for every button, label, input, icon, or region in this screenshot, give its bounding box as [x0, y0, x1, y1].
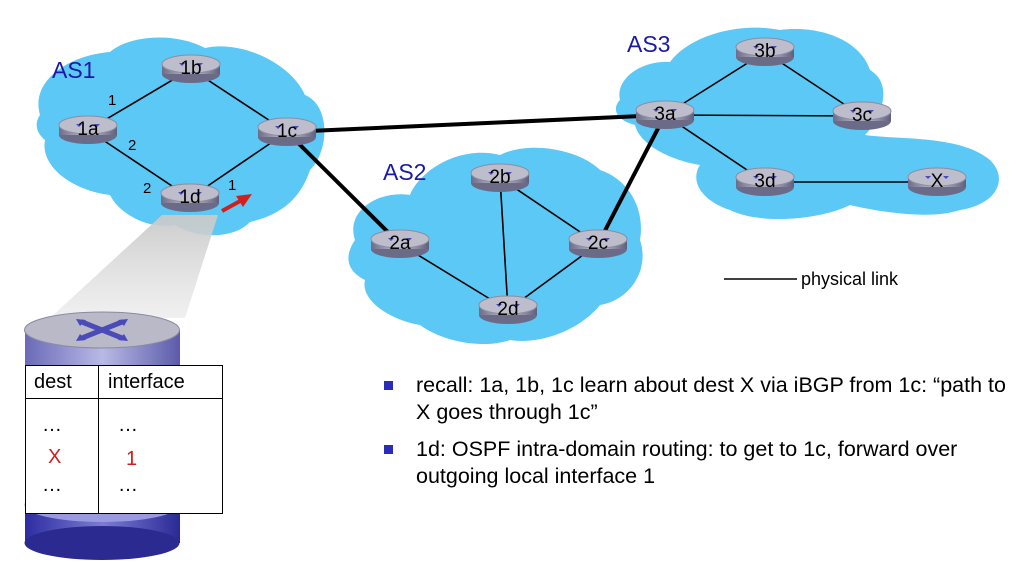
table-row-1-interface: … [118, 414, 138, 436]
inter-as-links [285, 113, 667, 246]
bullet-ospf: 1d: OSPF intra-domain routing: to get to… [380, 436, 1010, 490]
as1-cloud [36, 37, 325, 236]
router-label: 2d [497, 299, 518, 320]
as1-label: AS1 [52, 57, 95, 83]
interface-label-1a-2: 2 [128, 137, 136, 154]
router-3a-icon: 3a [635, 100, 695, 129]
router-label: 1d [179, 187, 200, 208]
router-label: 3a [654, 104, 676, 125]
table-row-3-dest: … [42, 474, 62, 496]
as3-label: AS3 [627, 31, 670, 57]
interface-label-1d-2: 2 [143, 180, 151, 197]
legend-label: physical link [801, 269, 899, 289]
bullet-text-recall: recall: 1a, 1b, 1c learn about dest X vi… [416, 373, 1006, 424]
bullet-text-ospf: 1d: OSPF intra-domain routing: to get to… [416, 437, 958, 488]
table-header-interface: interface [108, 371, 185, 393]
router-label: 2a [389, 233, 411, 254]
router-2c-icon: 2c [568, 229, 628, 258]
as2-cloud [348, 147, 643, 345]
routers: 1a 1b 1c 1d 2a 2b 2c 2d 3a 3b 3c 3d X [58, 37, 967, 324]
router-3d-icon: 3d [735, 167, 795, 196]
router-1b-icon: 1b [161, 54, 221, 83]
router-3c-icon: 3c [832, 101, 892, 130]
router-2a-icon: 2a [370, 229, 430, 258]
zoom-cone [50, 215, 218, 318]
router-label: 1a [77, 119, 99, 140]
table-row-1-dest: … [42, 414, 62, 436]
router-label: 1b [180, 58, 201, 79]
as3-cloud [615, 27, 999, 220]
router-2d-icon: 2d [478, 295, 538, 324]
explanation-bullets: recall: 1a, 1b, 1c learn about dest X vi… [380, 372, 1010, 500]
router-2b-icon: 2b [470, 163, 530, 192]
table-header-dest: dest [34, 371, 72, 393]
square-bullet-icon [384, 445, 393, 454]
router-label: X [931, 171, 944, 192]
forwarding-table: dest interface … … X 1 … … [25, 365, 223, 514]
link-1c-2a [285, 130, 402, 246]
as2-label: AS2 [383, 159, 426, 185]
table-row-2-dest: X [48, 446, 62, 468]
router-x-icon: X [907, 167, 967, 196]
table-row-2-interface: 1 [126, 448, 138, 470]
table-row-3-interface: … [118, 474, 138, 496]
interface-label-1a-1: 1 [108, 92, 116, 109]
red-arrow-icon [221, 194, 252, 213]
router-label: 2c [588, 233, 608, 254]
router-label: 1c [277, 121, 297, 142]
router-1d-icon: 1d [160, 183, 220, 212]
router-label: 3c [852, 105, 872, 126]
link-1c-3a [286, 113, 666, 134]
router-label: 3d [754, 171, 775, 192]
router-1c-icon: 1c [257, 117, 317, 146]
link-3a-3c [664, 114, 863, 117]
router-label: 2b [489, 167, 510, 188]
link-2b-2d [499, 177, 509, 311]
router-3b-icon: 3b [735, 37, 795, 66]
table-header-divider [26, 398, 222, 399]
table-column-divider [98, 366, 99, 513]
square-bullet-icon [384, 381, 393, 390]
router-1a-icon: 1a [58, 115, 118, 144]
router-label: 3b [754, 41, 775, 62]
link-2c-3a [596, 114, 667, 245]
bullet-recall: recall: 1a, 1b, 1c learn about dest X vi… [380, 372, 1010, 426]
interface-label-1d-1: 1 [228, 177, 236, 194]
